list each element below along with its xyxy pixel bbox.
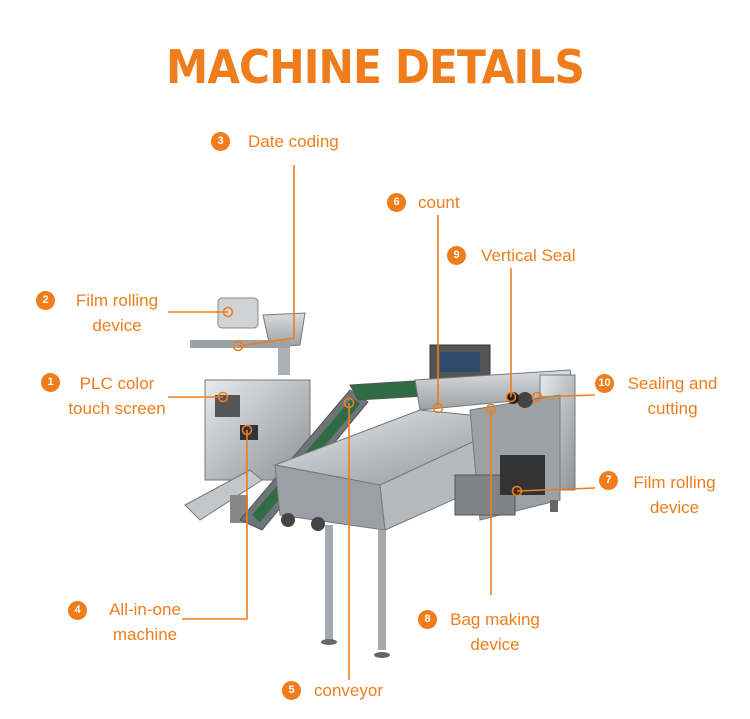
callout-label-line: Film rolling (633, 473, 716, 492)
callout-label-line: cutting (647, 399, 698, 418)
callout-number-badge: 2 (36, 291, 55, 310)
callout-label-line: device (470, 635, 520, 654)
page-title: MACHINE DETAILS (166, 40, 585, 94)
callout-number-badge: 5 (282, 681, 301, 700)
callout-label-line: machine (112, 625, 178, 644)
callout-label-line: device (649, 498, 700, 517)
callout-label-line: count (418, 193, 460, 212)
callout-number-badge: 1 (41, 373, 60, 392)
callout-number-badge: 9 (447, 246, 466, 265)
callout-number-badge: 8 (418, 610, 437, 629)
leader-lines (168, 165, 596, 680)
callout-label-line: Bag making (450, 610, 540, 629)
callout-label-line: Film rolling (75, 291, 159, 310)
callout-number-badge: 4 (68, 601, 87, 620)
flow-packer (414, 344, 576, 521)
callout-label-line: conveyor (314, 681, 383, 700)
callout-label-line: Sealing and (627, 374, 718, 393)
callout-label-line: All-in-one (109, 600, 181, 619)
callout-label-line: device (92, 316, 142, 335)
callout-number-badge: 3 (211, 132, 230, 151)
callout-label-line: PLC color (79, 374, 155, 393)
callout-label-line: touch screen (68, 399, 166, 418)
callout-number-badge: 6 (387, 193, 406, 212)
callout-label-line: Date coding (248, 132, 339, 151)
callout-number-badge: 10 (595, 374, 614, 393)
callout-number-badge: 7 (599, 471, 618, 490)
callout-label-line: Vertical Seal (481, 246, 576, 265)
